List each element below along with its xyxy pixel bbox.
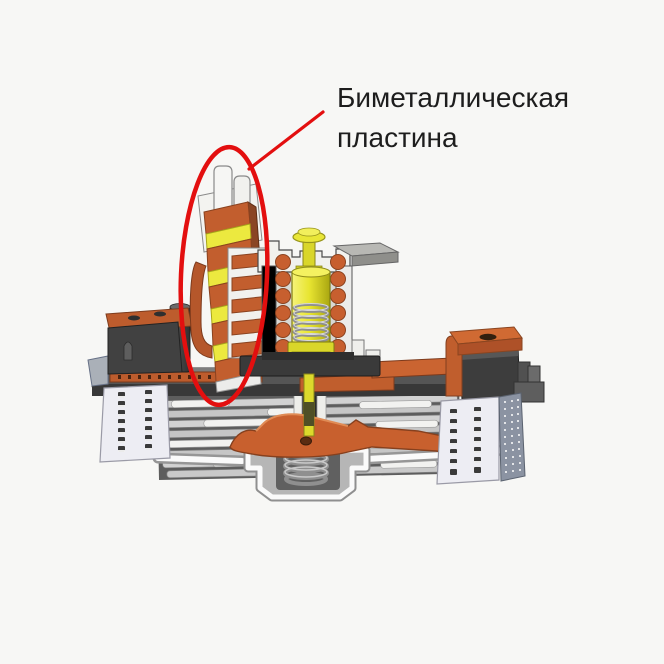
plunger-spring <box>292 303 330 343</box>
copper-strap-left <box>189 261 213 359</box>
clamp-hole <box>479 333 497 341</box>
prong-left <box>213 165 233 213</box>
bridge-hole <box>300 436 312 446</box>
leader-line <box>247 110 325 171</box>
right-side-dotted-panel <box>498 392 526 482</box>
annotation-label-line1: Биметаллическая <box>337 82 569 113</box>
copper-bus-right <box>299 357 453 393</box>
left-end-tab <box>87 355 109 387</box>
right-vent-panel <box>436 396 500 485</box>
trip-mechanism <box>239 227 400 377</box>
highlight-ellipse <box>178 144 270 408</box>
right-terminal <box>445 326 545 403</box>
left-vent-holes <box>118 390 152 452</box>
trip-pin-lower <box>303 373 315 437</box>
left-vent-panel <box>99 384 171 463</box>
right-vent-holes <box>450 407 481 475</box>
contact-bridge <box>229 413 475 458</box>
annotation-label-line2: пластина <box>337 122 458 153</box>
left-terminal-block <box>107 321 183 375</box>
annotation-callout: Биметаллическая пластина <box>178 82 569 408</box>
